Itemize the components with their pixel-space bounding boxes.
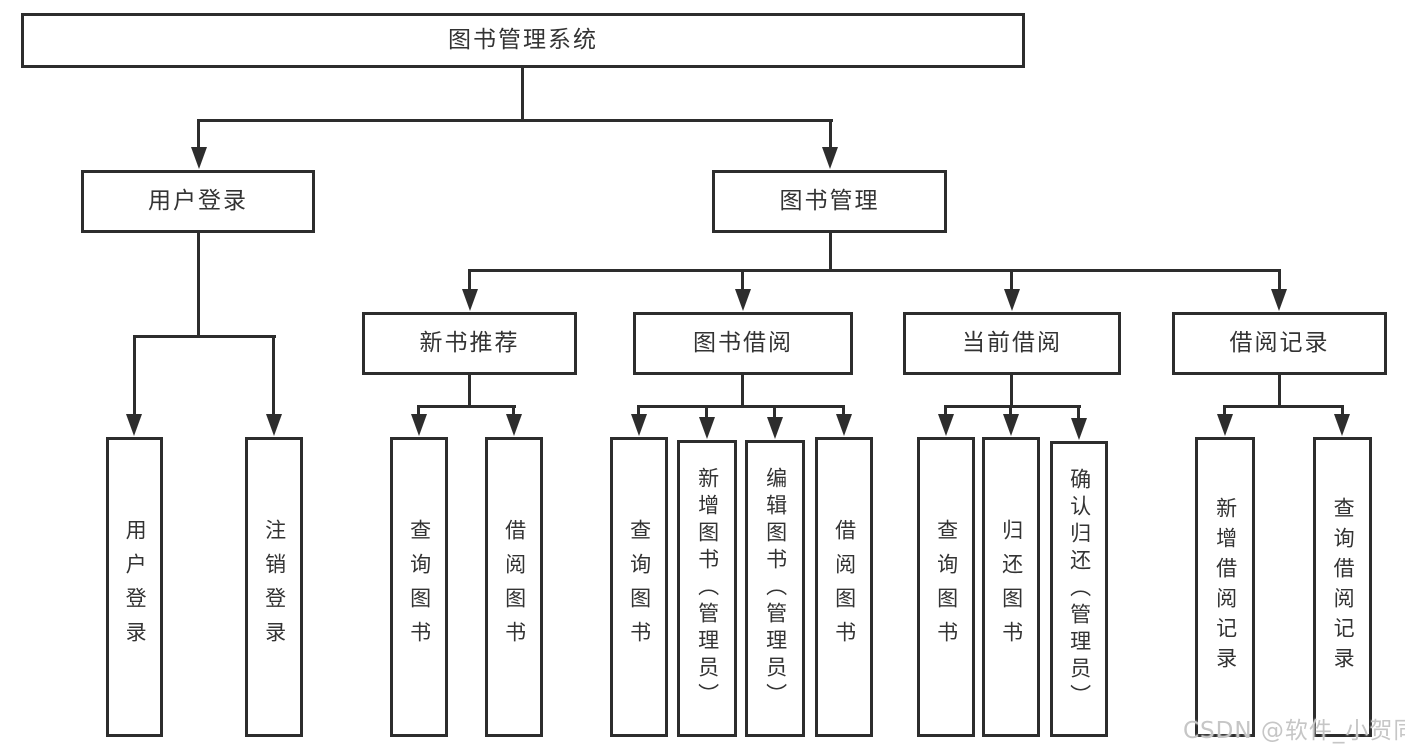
- arrow-down-icon: [191, 147, 207, 169]
- node-leaf-add-borrow-record: 新增借阅记录: [1195, 437, 1255, 737]
- node-label: 当前借阅: [962, 329, 1062, 356]
- node-label: 借阅图书: [832, 519, 857, 655]
- node-book-mgmt-group: 图书管理: [712, 170, 947, 233]
- node-label: 新增借阅记录: [1213, 497, 1238, 677]
- node-current-borrow: 当前借阅: [903, 312, 1121, 375]
- node-book-borrow: 图书借阅: [633, 312, 853, 375]
- watermark: CSDN @软件_小贺同学: [1183, 718, 1405, 744]
- connector-segment: [417, 405, 420, 415]
- arrow-down-icon: [938, 414, 954, 436]
- node-leaf-query-borrow-record: 查询借阅记录: [1313, 437, 1372, 737]
- node-leaf-query-book-b: 查询图书: [610, 437, 668, 737]
- node-leaf-borrow-book-b: 借阅图书: [815, 437, 873, 737]
- connector-segment: [637, 405, 845, 408]
- connector-segment: [829, 233, 832, 271]
- node-label: 用户登录: [123, 519, 148, 655]
- node-label: 新增图书（管理员）: [695, 467, 720, 710]
- node-leaf-return-book: 归还图书: [982, 437, 1040, 737]
- node-label: 注销登录: [262, 519, 287, 655]
- connector-segment: [829, 119, 832, 148]
- node-root: 图书管理系统: [21, 13, 1025, 68]
- node-label: 编辑图书（管理员）: [763, 467, 788, 710]
- node-leaf-confirm-return: 确认归还（管理员）: [1050, 441, 1108, 737]
- connector-segment: [1077, 405, 1080, 418]
- node-label: 图书管理: [779, 187, 880, 214]
- arrow-down-icon: [1334, 414, 1350, 436]
- arrow-down-icon: [1071, 418, 1087, 440]
- connector-segment: [1278, 375, 1281, 407]
- arrow-down-icon: [1003, 414, 1019, 436]
- arrow-down-icon: [1004, 289, 1020, 311]
- connector-segment: [468, 375, 471, 407]
- arrow-down-icon: [735, 289, 751, 311]
- connector-segment: [637, 405, 640, 415]
- arrow-down-icon: [1271, 289, 1287, 311]
- connector-segment: [1010, 269, 1013, 290]
- connector-segment: [773, 405, 776, 417]
- node-label: 借阅图书: [502, 519, 527, 655]
- connector-segment: [705, 405, 708, 417]
- connector-segment: [1010, 375, 1013, 407]
- arrow-down-icon: [767, 417, 783, 439]
- node-leaf-edit-book: 编辑图书（管理员）: [745, 440, 805, 737]
- arrow-down-icon: [506, 414, 522, 436]
- node-label: 图书借阅: [693, 329, 793, 356]
- node-label: 借阅记录: [1229, 329, 1330, 356]
- node-label: 图书管理系统: [448, 26, 598, 53]
- connector-segment: [197, 119, 200, 148]
- node-label: 查询图书: [627, 519, 652, 655]
- arrow-down-icon: [822, 147, 838, 169]
- connector-segment: [197, 119, 833, 122]
- connector-segment: [944, 405, 947, 415]
- connector-segment: [133, 335, 276, 338]
- connector-segment: [417, 405, 516, 408]
- node-label: 新书推荐: [419, 329, 520, 356]
- node-label: 确认归还（管理员）: [1067, 467, 1092, 711]
- node-leaf-borrow-book-a: 借阅图书: [485, 437, 543, 737]
- arrow-down-icon: [411, 414, 427, 436]
- connector-segment: [133, 335, 136, 415]
- arrow-down-icon: [266, 414, 282, 436]
- connector-segment: [1341, 405, 1344, 415]
- connector-segment: [197, 233, 200, 337]
- node-leaf-logout: 注销登录: [245, 437, 303, 737]
- node-label: 归还图书: [999, 519, 1024, 655]
- node-leaf-user-login: 用户登录: [106, 437, 163, 737]
- connector-segment: [741, 269, 744, 290]
- connector-segment: [741, 375, 744, 407]
- connector-segment: [944, 405, 1081, 408]
- arrow-down-icon: [1217, 414, 1233, 436]
- arrow-down-icon: [462, 289, 478, 311]
- node-leaf-query-book-a: 查询图书: [390, 437, 448, 737]
- connector-segment: [1278, 269, 1281, 290]
- node-label: 查询借阅记录: [1331, 497, 1356, 677]
- node-label: 用户登录: [148, 187, 248, 214]
- node-borrow-records: 借阅记录: [1172, 312, 1387, 375]
- connector-segment: [521, 68, 524, 121]
- connector-segment: [468, 269, 471, 290]
- connector-segment: [468, 269, 1281, 272]
- connector-segment: [512, 405, 515, 415]
- connector-segment: [272, 335, 275, 415]
- connector-segment: [1009, 405, 1012, 415]
- node-user-login-group: 用户登录: [81, 170, 315, 233]
- arrow-down-icon: [836, 414, 852, 436]
- arrow-down-icon: [699, 417, 715, 439]
- node-leaf-add-book: 新增图书（管理员）: [677, 440, 737, 737]
- node-new-book-rec: 新书推荐: [362, 312, 577, 375]
- arrow-down-icon: [126, 414, 142, 436]
- connector-segment: [1223, 405, 1226, 415]
- node-label: 查询图书: [934, 519, 959, 655]
- arrow-down-icon: [631, 414, 647, 436]
- connector-segment: [1223, 405, 1344, 408]
- connector-segment: [842, 405, 845, 415]
- node-label: 查询图书: [407, 519, 432, 655]
- node-leaf-query-book-c: 查询图书: [917, 437, 975, 737]
